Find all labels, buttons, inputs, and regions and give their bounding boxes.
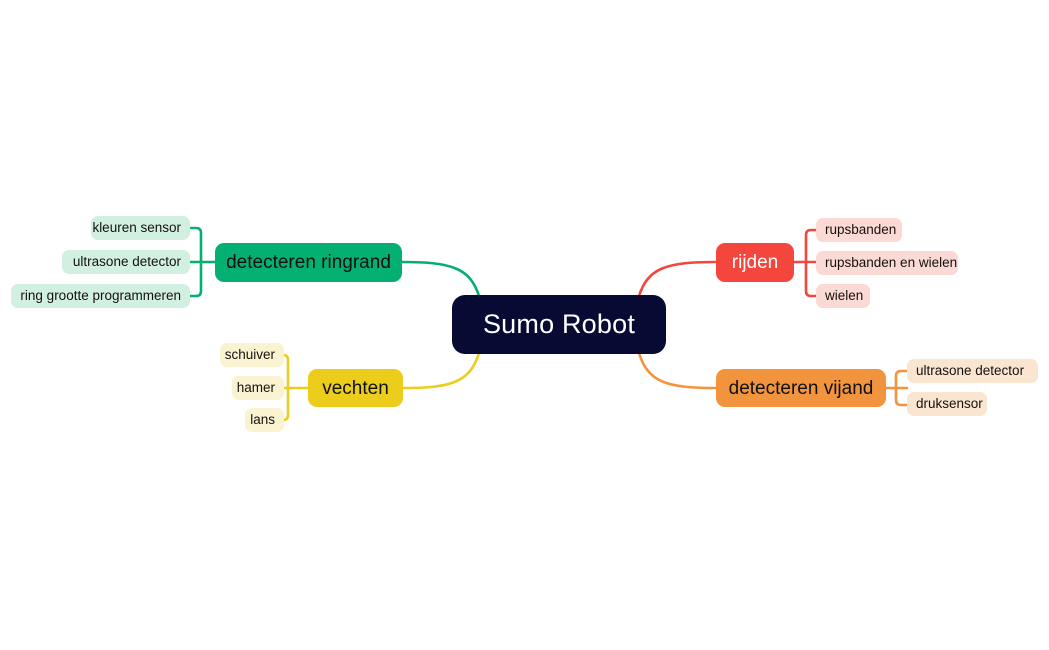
edge-rijden-children	[792, 228, 818, 298]
edge-root-detecteren-ringrand	[400, 260, 481, 298]
leaf-node-rijden-1[interactable]: rupsbanden en wielen	[816, 251, 958, 275]
leaf-node-label: ultrasone detector	[72, 254, 181, 270]
edge-root-vechten	[401, 351, 481, 390]
leaf-node-detecteren-vijand-1[interactable]: druksensor	[907, 392, 987, 416]
leaf-node-label: wielen	[825, 288, 864, 304]
leaf-node-label: kleuren sensor	[92, 220, 181, 236]
edge-root-detecteren-vijand	[637, 351, 718, 390]
edge-root-rijden	[637, 260, 718, 298]
branch-node-label: detecteren ringrand	[226, 252, 391, 273]
edge-detecteren-ringrand-children	[188, 226, 217, 298]
branch-node-label: vechten	[322, 377, 389, 399]
edge-vechten-children	[281, 353, 310, 422]
branch-node-label: detecteren vijand	[728, 377, 874, 399]
leaf-node-detecteren-ringrand-2[interactable]: ring grootte programmeren	[11, 284, 190, 308]
leaf-node-label: lans	[250, 412, 275, 428]
leaf-node-rijden-2[interactable]: wielen	[816, 284, 870, 308]
leaf-node-label: rupsbanden	[825, 222, 897, 238]
leaf-node-vechten-2[interactable]: lans	[245, 408, 284, 432]
leaf-node-label: ultrasone detector	[916, 363, 1025, 379]
leaf-node-label: hamer	[236, 380, 275, 396]
root-node-label: Sumo Robot	[482, 309, 636, 339]
branch-node-detecteren-vijand[interactable]: detecteren vijand	[716, 369, 886, 407]
leaf-node-detecteren-ringrand-0[interactable]: kleuren sensor	[91, 216, 190, 240]
leaf-node-detecteren-ringrand-1[interactable]: ultrasone detector	[62, 250, 190, 274]
leaf-node-detecteren-vijand-0[interactable]: ultrasone detector	[907, 359, 1038, 383]
leaf-node-vechten-0[interactable]: schuiver	[220, 343, 284, 367]
leaf-node-label: ring grootte programmeren	[20, 288, 181, 304]
leaf-node-label: rupsbanden en wielen	[825, 255, 958, 271]
leaf-node-vechten-1[interactable]: hamer	[232, 376, 284, 400]
branch-node-vechten[interactable]: vechten	[308, 369, 403, 407]
edge-detecteren-vijand-children	[884, 369, 909, 407]
leaf-node-rijden-0[interactable]: rupsbanden	[816, 218, 902, 242]
branch-node-detecteren-ringrand[interactable]: detecteren ringrand	[215, 243, 402, 282]
leaf-node-label: schuiver	[224, 347, 275, 363]
root-node-sumo-robot[interactable]: Sumo Robot	[452, 295, 666, 354]
branch-node-label: rijden	[731, 252, 779, 273]
branch-node-rijden[interactable]: rijden	[716, 243, 794, 282]
leaf-node-label: druksensor	[916, 396, 983, 412]
